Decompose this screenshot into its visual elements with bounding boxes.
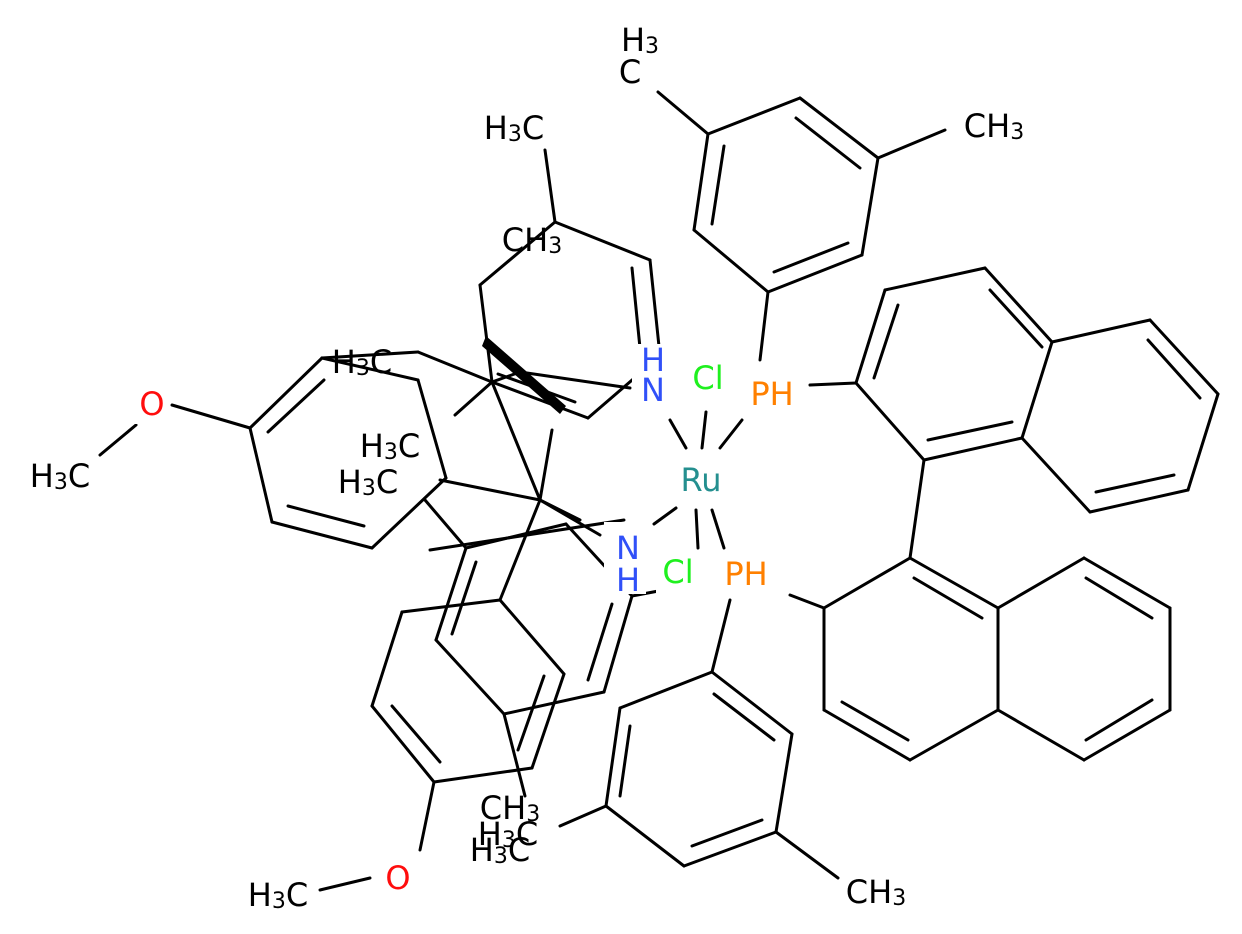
oxygen-atom-left: O xyxy=(139,385,164,423)
methyl-label-ch3-2: CH3 xyxy=(502,221,562,259)
methyl-label-7: H3C xyxy=(478,815,538,853)
methyl-label-5: H3C xyxy=(360,427,420,465)
nitrogen-hydrogen-top: H xyxy=(641,341,665,379)
methyl-label-ch3-1: CH3 xyxy=(964,107,1024,145)
methyl-label-2: H3C xyxy=(248,876,308,914)
chlorine-atom-bottom: Cl xyxy=(662,553,693,591)
phosphorus-atom-bottom: PH xyxy=(724,555,767,593)
methyl-label-4: H3C xyxy=(332,343,392,381)
atom-labels: Ru Cl Cl H N N H PH PH O O H3C H3C H3C H… xyxy=(30,21,1024,914)
methyl-label-6: H3C xyxy=(338,463,398,501)
ruthenium-atom: Ru xyxy=(680,461,721,499)
label-masks xyxy=(134,344,804,898)
methyl-label-3: H3C xyxy=(484,109,544,147)
methyl-label-top-h3: H3 xyxy=(621,21,659,59)
wedge-bond xyxy=(482,336,566,414)
nitrogen-hydrogen-bottom: H xyxy=(616,561,640,599)
nitrogen-atom-top: N xyxy=(641,371,665,409)
methyl-label-8: H3C xyxy=(470,831,530,869)
oxygen-atom-bottom: O xyxy=(385,859,410,897)
bond-lines xyxy=(98,90,1220,892)
methyl-label-ch3-4: CH3 xyxy=(846,873,906,911)
phosphorus-atom-top: PH xyxy=(750,375,793,413)
chlorine-atom-top: Cl xyxy=(692,359,723,397)
methyl-label-ch3-3: CH3 xyxy=(480,789,540,827)
nitrogen-atom-bottom: N xyxy=(616,529,640,567)
methyl-label-top-c: C xyxy=(619,53,641,91)
methyl-label-1: H3C xyxy=(30,457,90,495)
